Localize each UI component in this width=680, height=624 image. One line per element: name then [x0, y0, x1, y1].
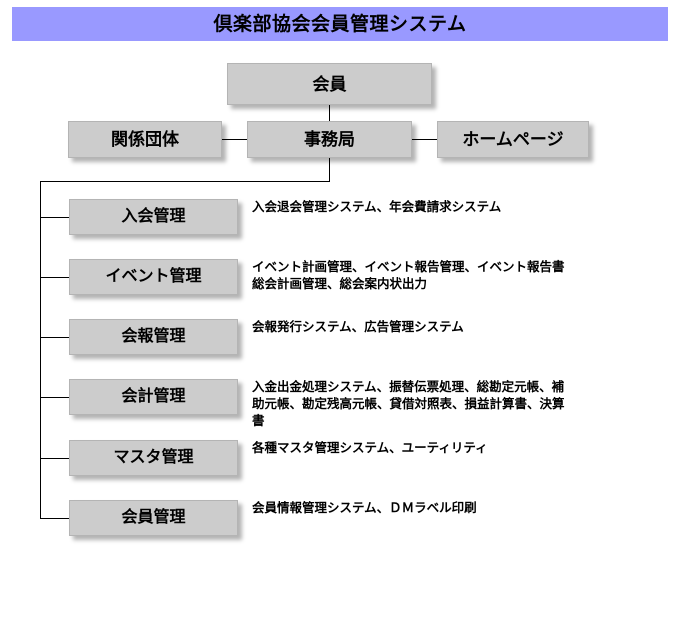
node-related-organizations-label: 関係団体: [111, 130, 179, 149]
node-office[interactable]: 事務局: [247, 121, 412, 158]
node-module-event[interactable]: イベント管理: [69, 259, 238, 295]
module-description-bulletin: 会報発行システム、広告管理システム: [252, 320, 464, 334]
connector-main-trunk: [40, 181, 41, 519]
connector-branch-5: [40, 458, 69, 459]
node-office-label: 事務局: [304, 130, 355, 149]
node-module-accounting[interactable]: 会計管理: [69, 379, 238, 415]
module-description-member: 会員情報管理システム、ＤＭラベル印刷: [252, 501, 477, 515]
node-module-event-label: イベント管理: [105, 268, 202, 285]
module-description-master: 各種マスタ管理システム、ユーティリティ: [252, 441, 488, 455]
node-homepage[interactable]: ホームページ: [437, 121, 589, 158]
module-description-event: イベント計画管理、イベント報告管理、イベント報告書 総会計画管理、総会案内状出力: [252, 260, 565, 291]
connector-office-to-trunk: [40, 181, 330, 182]
connector-branch-3: [40, 337, 69, 338]
connector-root-to-office: [329, 105, 330, 121]
node-module-bulletin-label: 会報管理: [121, 328, 186, 345]
page-title-bar: 倶楽部協会会員管理システム: [12, 7, 668, 41]
connector-branch-2: [40, 277, 69, 278]
node-module-membership-admission-label: 入会管理: [121, 208, 186, 225]
node-module-master-label: マスタ管理: [113, 449, 194, 466]
node-module-bulletin[interactable]: 会報管理: [69, 319, 238, 355]
page-title: 倶楽部協会会員管理システム: [213, 13, 467, 35]
node-member-root-label: 会員: [312, 74, 347, 94]
node-related-organizations[interactable]: 関係団体: [68, 121, 222, 158]
node-module-membership-admission[interactable]: 入会管理: [69, 199, 238, 235]
connector-branch-4: [40, 397, 69, 398]
node-module-master[interactable]: マスタ管理: [69, 440, 238, 476]
connector-office-to-homepage: [412, 139, 437, 140]
module-description-membership-admission: 入会退会管理システム、年会費請求システム: [252, 200, 502, 214]
node-module-member-label: 会員管理: [121, 509, 186, 526]
connector-related-to-office: [222, 139, 247, 140]
node-module-member[interactable]: 会員管理: [69, 500, 238, 536]
node-module-accounting-label: 会計管理: [121, 388, 186, 405]
connector-branch-6: [40, 518, 69, 519]
node-homepage-label: ホームページ: [462, 130, 564, 149]
module-description-accounting: 入金出金処理システム、振替伝票処理、総勘定元帳、補 助元帳、勘定残高元帳、貸借対…: [252, 380, 565, 428]
connector-office-down: [329, 158, 330, 181]
connector-branch-1: [40, 217, 69, 218]
node-member-root[interactable]: 会員: [227, 63, 432, 105]
